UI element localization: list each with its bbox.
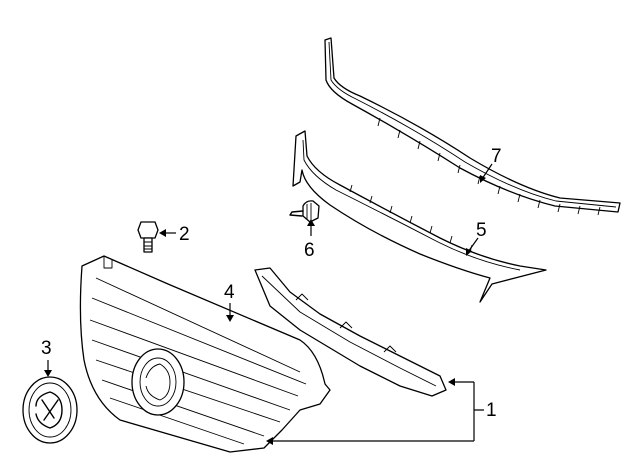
upper-molding-part-7[interactable] [324, 37, 621, 216]
callout-3: 3 [41, 338, 52, 359]
retainer-part-2[interactable] [137, 221, 159, 253]
grille-bracket-part-1[interactable] [254, 267, 447, 397]
callout-1: 1 [486, 400, 497, 421]
emblem-part-3[interactable] [22, 376, 78, 444]
callout-4: 4 [224, 282, 235, 303]
callout-2: 2 [179, 224, 190, 245]
callout-5: 5 [476, 220, 487, 241]
grille-part-1[interactable] [79, 255, 331, 453]
lower-molding-part-5[interactable] [292, 130, 547, 303]
callout-7: 7 [491, 146, 502, 167]
leader-lines [44, 163, 493, 445]
clip-part-6[interactable] [289, 200, 320, 223]
callout-6: 6 [304, 240, 315, 261]
